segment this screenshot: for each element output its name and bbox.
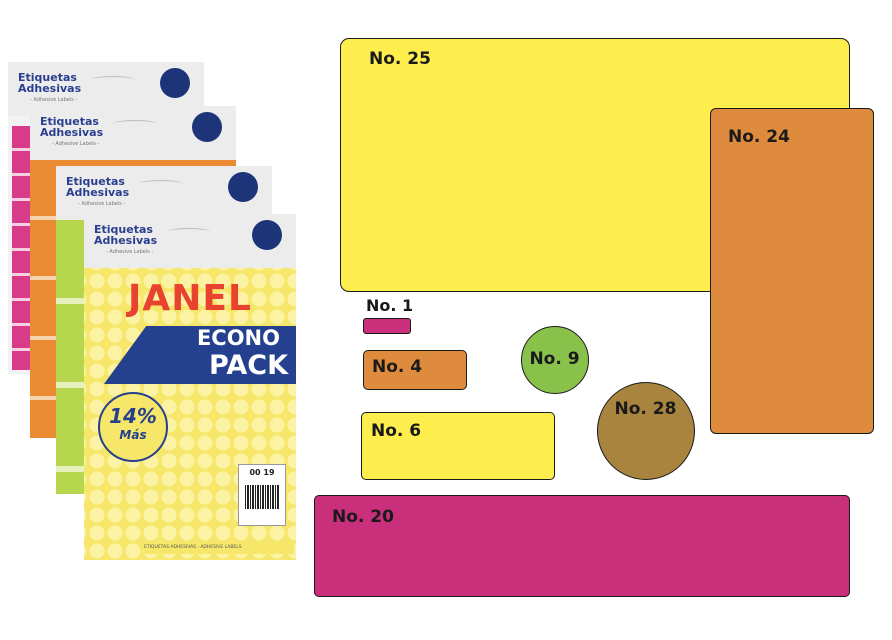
label-no-1 <box>363 318 411 334</box>
label-no-9-text: No. 9 <box>529 349 580 369</box>
pack-subtitle: - Adhesive Labels - <box>30 97 78 103</box>
hanger-hole-icon <box>114 120 156 127</box>
pack-title-line1: Etiquetas <box>66 175 125 188</box>
product-code: 00 19 <box>249 468 275 477</box>
magenta-sticker-strip <box>12 126 30 370</box>
pack-title-line1: Etiquetas <box>40 115 99 128</box>
pack-subtitle: - Adhesive Labels - <box>106 249 154 255</box>
econo-text: ECONO <box>196 326 280 350</box>
pack-title-line2: Adhesivas <box>40 126 104 139</box>
label-no-28: No. 28 <box>597 382 695 480</box>
discount-badge: 14% Más <box>98 392 168 462</box>
pack-title-line2: Adhesivas <box>94 234 158 247</box>
label-no-1-text: No. 1 <box>366 296 414 315</box>
hanger-hole-icon <box>92 76 134 83</box>
label-no-28-text: No. 28 <box>614 399 677 419</box>
pack-title-line2: Adhesivas <box>66 186 130 199</box>
hanger-hole-icon <box>140 180 182 187</box>
pack-seal-icon <box>228 172 258 202</box>
brand-logo: JANEL <box>128 278 252 319</box>
barcode-icon <box>245 485 279 509</box>
label-no-24-text: No. 24 <box>728 127 790 147</box>
pack-subtitle: - Adhesive Labels - <box>78 201 126 207</box>
pack-subtitle: - Adhesive Labels - <box>52 141 100 147</box>
pack-title-line1: Etiquetas <box>18 71 77 84</box>
badge-percent: 14% <box>109 404 157 428</box>
pack-title-line2: Adhesivas <box>18 82 82 95</box>
pack-title-line1: Etiquetas <box>94 223 153 236</box>
pack-seal-icon <box>252 220 282 250</box>
pack-seal-icon <box>160 68 190 98</box>
code-box: 00 19 <box>238 464 286 526</box>
pack-front-yellow: Etiquetas Adhesivas - Adhesive Labels - … <box>84 214 296 560</box>
label-no-24: No. 24 <box>710 108 874 434</box>
label-no-4: No. 4 <box>363 350 467 390</box>
label-no-20-text: No. 20 <box>332 507 394 527</box>
pack-seal-icon <box>192 112 222 142</box>
badge-more: Más <box>119 428 147 442</box>
label-no-6-text: No. 6 <box>371 421 422 441</box>
label-no-9: No. 9 <box>521 326 589 394</box>
label-no-4-text: No. 4 <box>372 357 423 377</box>
label-no-25-text: No. 25 <box>369 49 431 69</box>
label-no-20: No. 20 <box>314 495 850 597</box>
hanger-hole-icon <box>168 228 210 235</box>
label-no-6: No. 6 <box>361 412 555 480</box>
footer-strip: ETIQUETAS ADHESIVAS · ADHESIVE LABELS <box>144 542 294 554</box>
pack-text: PACK <box>209 350 288 381</box>
